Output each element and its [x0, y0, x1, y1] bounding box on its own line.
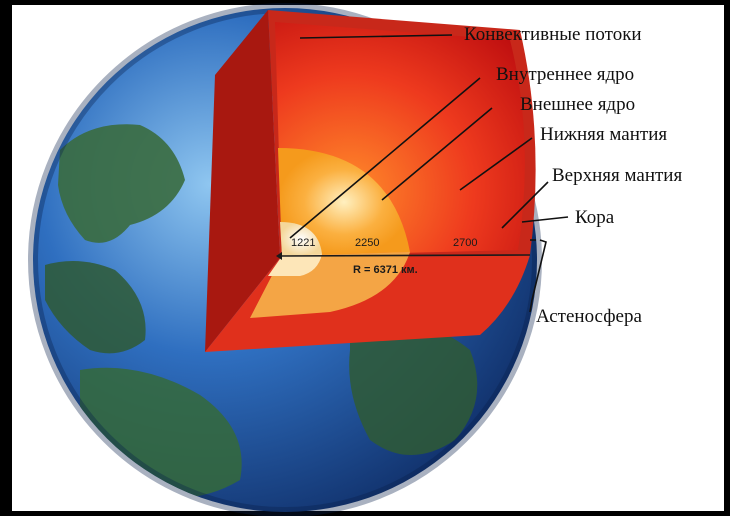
front-face-mantle [205, 10, 280, 352]
leader-lower-mantle [459, 137, 533, 191]
label-inner-core: Внутреннее ядро [496, 64, 634, 85]
radius-mark-mantle: 2700 [453, 237, 477, 249]
outer-core-region [278, 148, 410, 256]
radius-label: R = 6371 км. [353, 264, 418, 276]
label-outer-core: Внешнее ядро [520, 94, 635, 115]
label-crust: Кора [575, 207, 615, 228]
label-asthenosphere: Астеносфера [536, 306, 642, 327]
leader-upper-mantle [501, 181, 549, 229]
leader-asthenosphere [529, 239, 547, 313]
radius-axis [281, 254, 531, 257]
leader-crust [521, 216, 569, 223]
cutaway-section [205, 10, 536, 352]
leader-convective [299, 34, 453, 39]
leader-outer-core [381, 107, 493, 201]
inner-core-region [280, 222, 322, 256]
radius-arrowhead [276, 252, 282, 260]
label-upper-mantle: Верхняя мантия [552, 165, 682, 186]
label-convective-currents: Конвективные потоки [464, 24, 642, 45]
leader-inner-core [289, 77, 481, 239]
radius-mark-inner: 1221 [291, 237, 315, 249]
radius-mark-outer: 2250 [355, 237, 379, 249]
leader-lines [289, 34, 569, 313]
label-lower-mantle: Нижняя мантия [540, 124, 667, 145]
